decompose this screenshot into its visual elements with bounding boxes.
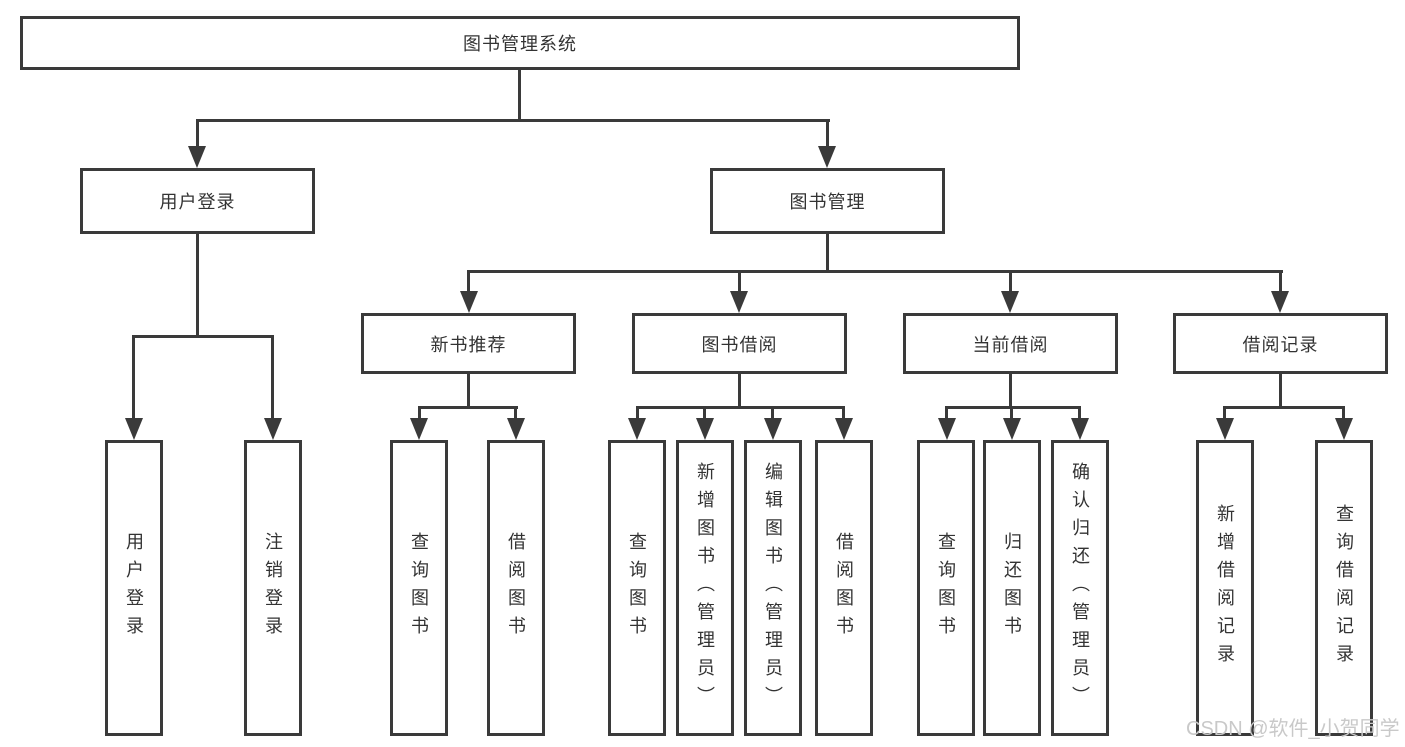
connector-line — [132, 335, 135, 420]
leaf-query-books-borrow-label: 查询图书 — [627, 532, 647, 644]
node-new-book-recommend: 新书推荐 — [361, 313, 576, 374]
connector-line — [1010, 406, 1013, 421]
leaf-edit-books-admin-label: 编辑图书（管理员） — [763, 462, 783, 714]
node-user-login-label: 用户登录 — [159, 192, 236, 212]
connector-line — [738, 372, 741, 407]
connector-line — [467, 270, 470, 292]
connector-line — [1223, 406, 1226, 421]
connector-line — [826, 119, 829, 148]
connector-line — [467, 372, 470, 407]
arrowhead-icon — [835, 418, 853, 440]
connector-line — [636, 406, 845, 409]
leaf-borrow-books-label: 借阅图书 — [834, 532, 854, 644]
leaf-return-books: 归还图书 — [983, 440, 1041, 736]
connector-line — [1224, 406, 1345, 409]
connector-line — [418, 406, 518, 409]
arrowhead-icon — [1001, 291, 1019, 313]
leaf-add-borrow-record-label: 新增借阅记录 — [1215, 504, 1235, 672]
node-book-management-label: 图书管理 — [789, 192, 866, 212]
node-book-borrow: 图书借阅 — [632, 313, 847, 374]
arrowhead-icon — [730, 291, 748, 313]
node-book-management: 图书管理 — [710, 168, 945, 234]
leaf-add-borrow-record: 新增借阅记录 — [1196, 440, 1254, 736]
leaf-query-books-borrow: 查询图书 — [608, 440, 666, 736]
connector-line — [132, 335, 274, 338]
arrowhead-icon — [188, 146, 206, 168]
connector-line — [1009, 270, 1012, 292]
node-new-book-recommend-label: 新书推荐 — [430, 334, 507, 355]
connector-line — [271, 335, 274, 420]
connector-line — [514, 406, 517, 421]
leaf-logout: 注销登录 — [244, 440, 302, 736]
connector-line — [771, 406, 774, 421]
connector-line — [703, 406, 706, 421]
connector-line — [418, 406, 421, 421]
arrowhead-icon — [1071, 418, 1089, 440]
leaf-confirm-return-admin-label: 确认归还（管理员） — [1070, 462, 1090, 714]
node-current-borrow-label: 当前借阅 — [972, 334, 1049, 355]
connector-line — [842, 406, 845, 421]
connector-line — [1009, 372, 1012, 407]
leaf-query-books-recommend: 查询图书 — [390, 440, 448, 736]
node-root: 图书管理系统 — [20, 16, 1020, 70]
connector-line — [945, 406, 948, 421]
connector-line — [196, 119, 199, 148]
leaf-query-borrow-record-label: 查询借阅记录 — [1334, 504, 1354, 672]
node-borrow-records-label: 借阅记录 — [1242, 334, 1319, 355]
leaf-confirm-return-admin: 确认归还（管理员） — [1051, 440, 1109, 736]
leaf-user-login-label: 用户登录 — [124, 532, 144, 644]
connector-line — [738, 270, 741, 292]
arrowhead-icon — [764, 418, 782, 440]
leaf-add-books-admin-label: 新增图书（管理员） — [695, 462, 715, 714]
leaf-query-books-recommend-label: 查询图书 — [409, 532, 429, 644]
node-user-login: 用户登录 — [80, 168, 315, 234]
connector-line — [467, 270, 1283, 273]
connector-line — [1279, 372, 1282, 407]
connector-line — [1279, 270, 1282, 292]
connector-line — [518, 70, 521, 120]
arrowhead-icon — [938, 418, 956, 440]
leaf-query-books-current: 查询图书 — [917, 440, 975, 736]
arrowhead-icon — [696, 418, 714, 440]
leaf-borrow-books: 借阅图书 — [815, 440, 873, 736]
leaf-return-books-label: 归还图书 — [1002, 532, 1022, 644]
arrowhead-icon — [410, 418, 428, 440]
connector-line — [196, 232, 199, 337]
arrowhead-icon — [507, 418, 525, 440]
arrowhead-icon — [1335, 418, 1353, 440]
leaf-query-borrow-record: 查询借阅记录 — [1315, 440, 1373, 736]
arrowhead-icon — [460, 291, 478, 313]
connector-line — [826, 232, 829, 272]
connector-line — [1342, 406, 1345, 421]
connector-line — [196, 119, 830, 122]
node-root-label: 图书管理系统 — [463, 34, 577, 54]
connector-line — [636, 406, 639, 421]
arrowhead-icon — [628, 418, 646, 440]
arrowhead-icon — [264, 418, 282, 440]
leaf-query-books-current-label: 查询图书 — [936, 532, 956, 644]
leaf-borrow-books-recommend-label: 借阅图书 — [506, 532, 526, 644]
arrowhead-icon — [1216, 418, 1234, 440]
connector-line — [1078, 406, 1081, 421]
leaf-user-login: 用户登录 — [105, 440, 163, 736]
node-current-borrow: 当前借阅 — [903, 313, 1118, 374]
leaf-borrow-books-recommend: 借阅图书 — [487, 440, 545, 736]
connector-line — [945, 406, 1081, 409]
arrowhead-icon — [1271, 291, 1289, 313]
node-borrow-records: 借阅记录 — [1173, 313, 1388, 374]
leaf-edit-books-admin: 编辑图书（管理员） — [744, 440, 802, 736]
csdn-watermark: CSDN @软件_小贺同学 — [1186, 718, 1400, 740]
arrowhead-icon — [818, 146, 836, 168]
arrowhead-icon — [125, 418, 143, 440]
node-book-borrow-label: 图书借阅 — [701, 334, 778, 355]
arrowhead-icon — [1003, 418, 1021, 440]
leaf-logout-label: 注销登录 — [263, 532, 283, 644]
leaf-add-books-admin: 新增图书（管理员） — [676, 440, 734, 736]
